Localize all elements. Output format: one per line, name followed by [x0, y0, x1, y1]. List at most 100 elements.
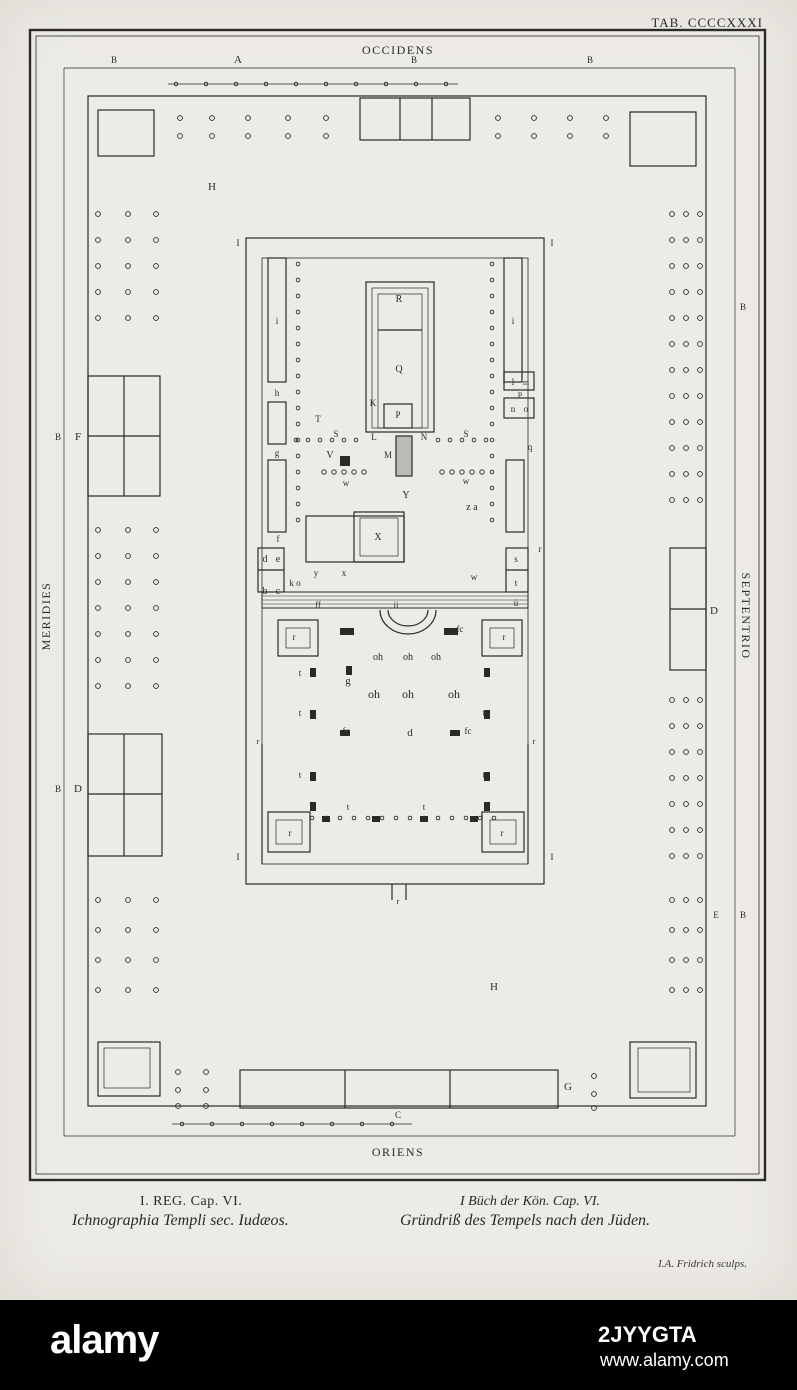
column-dot	[153, 211, 159, 217]
column-dot	[95, 553, 101, 559]
label-I-2: I	[551, 238, 554, 248]
column-dot	[697, 775, 703, 781]
pillar-block	[484, 668, 490, 677]
column-dot	[489, 405, 495, 411]
column-dot	[299, 1121, 305, 1127]
watermark-bar	[0, 1300, 797, 1390]
outer-frame	[28, 28, 767, 1182]
label-r-7: r	[533, 737, 536, 746]
column-dot	[95, 579, 101, 585]
label-fc-3: fc	[465, 726, 472, 736]
column-dot	[329, 437, 335, 443]
altar-platform	[305, 515, 405, 563]
corner-chamber-nw	[97, 109, 155, 157]
column-dot	[153, 631, 159, 637]
column-dot	[341, 437, 347, 443]
column-dot	[697, 289, 703, 295]
label-s: s	[514, 554, 518, 564]
column-dot	[95, 527, 101, 533]
column-dot	[683, 957, 689, 963]
column-dot	[95, 927, 101, 933]
column-dot	[389, 1121, 395, 1127]
label-g-lower: g	[345, 675, 351, 687]
column-dot	[295, 293, 301, 299]
label-t-6: t	[299, 708, 302, 718]
label-t-5: t	[485, 668, 488, 678]
column-dot	[203, 1069, 209, 1075]
column-dot	[153, 527, 159, 533]
column-dot	[697, 749, 703, 755]
column-dot	[295, 421, 301, 427]
column-dot	[669, 749, 675, 755]
column-dot	[669, 957, 675, 963]
column-dot	[567, 133, 573, 139]
caption-left-reference: I. REG. Cap. VI.	[140, 1194, 243, 1209]
column-dot	[697, 263, 703, 269]
column-dot	[683, 697, 689, 703]
column-dot	[489, 389, 495, 395]
column-dot	[603, 115, 609, 121]
column-dot	[125, 631, 131, 637]
column-dot	[697, 341, 703, 347]
column-dot	[669, 801, 675, 807]
column-dot	[175, 1069, 181, 1075]
pillar-block	[346, 666, 352, 675]
column-dot	[669, 987, 675, 993]
label-S-1: S	[333, 429, 338, 439]
column-dot	[295, 373, 301, 379]
column-dot	[683, 497, 689, 503]
column-dot	[697, 497, 703, 503]
label-o: o	[524, 404, 529, 414]
column-dot	[449, 469, 455, 475]
column-dot	[95, 315, 101, 321]
column-dot	[483, 437, 489, 443]
pillar-block	[310, 710, 316, 719]
column-dot	[95, 683, 101, 689]
column-dot	[669, 315, 675, 321]
column-dot	[697, 419, 703, 425]
column-dot	[683, 723, 689, 729]
column-dot	[669, 853, 675, 859]
label-H-2: H	[490, 981, 498, 993]
column-dot	[245, 133, 251, 139]
column-dot	[669, 211, 675, 217]
column-dot	[177, 133, 183, 139]
column-dot	[697, 697, 703, 703]
column-dot	[683, 289, 689, 295]
corner-chamber-se	[629, 1041, 697, 1099]
column-dot	[683, 827, 689, 833]
column-dot	[669, 723, 675, 729]
column-dot	[293, 81, 299, 87]
column-dot	[153, 897, 159, 903]
column-dot	[683, 445, 689, 451]
column-dot	[125, 527, 131, 533]
column-dot	[295, 453, 301, 459]
pillar-block	[340, 628, 354, 635]
label-D-1: D	[710, 605, 718, 617]
column-dot	[463, 815, 469, 821]
label-Y: Y	[402, 490, 409, 501]
column-dot	[669, 289, 675, 295]
label-oh-6: oh	[431, 652, 441, 663]
column-dot	[153, 553, 159, 559]
compass-south: MERIDIES	[39, 582, 53, 651]
column-dot	[683, 987, 689, 993]
column-dot	[295, 405, 301, 411]
label-ko: k o	[289, 578, 301, 588]
column-dot	[379, 815, 385, 821]
tower-nw	[277, 619, 319, 657]
column-dot	[489, 325, 495, 331]
label-M: M	[384, 450, 392, 460]
column-dot	[697, 801, 703, 807]
column-dot	[337, 815, 343, 821]
column-dot	[683, 749, 689, 755]
tower-se	[481, 811, 525, 853]
label-d: d	[263, 554, 268, 565]
column-dot	[489, 421, 495, 427]
column-dot	[239, 1121, 245, 1127]
pillar-block	[340, 456, 350, 466]
column-dot	[491, 815, 497, 821]
column-dot	[125, 579, 131, 585]
column-dot	[309, 815, 315, 821]
column-dot	[175, 1103, 181, 1109]
